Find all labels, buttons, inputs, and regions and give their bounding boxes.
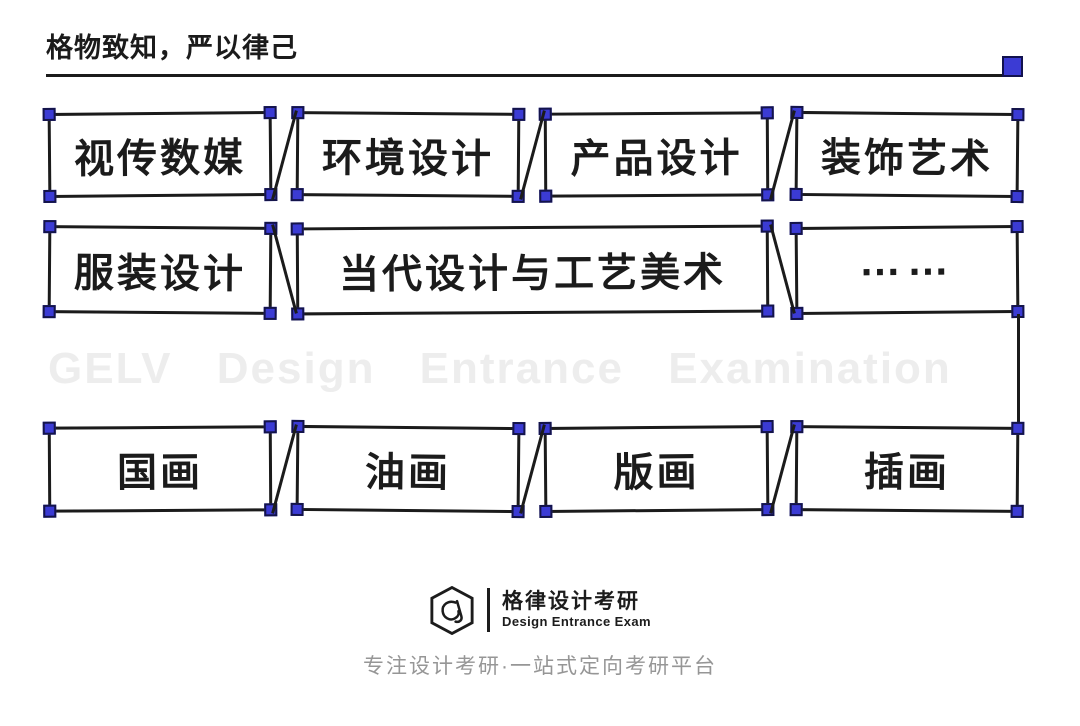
selection-handle-icon [42,107,56,122]
category-box: 装饰艺术 [789,105,1025,204]
selection-handle-icon [1011,108,1025,122]
category-box: …… [789,219,1025,321]
brand-name-en: Design Entrance Exam [502,614,651,630]
connector-slash [271,110,298,200]
connector-slash [271,224,298,314]
selection-handle-icon [290,502,304,516]
category-box: 油画 [290,419,526,519]
selection-handle-icon [43,189,57,204]
watermark-text: GELV Design Entrance Examination [48,344,952,393]
category-label: 装饰艺术 [820,135,994,182]
selection-handle-icon [43,220,57,234]
connector-slash [769,424,796,514]
selection-handle-icon [789,187,803,201]
category-box: 插画 [789,420,1025,518]
connector-slash [769,110,796,200]
selection-handle-icon [263,105,277,120]
header-blue-square-icon [1002,56,1023,77]
category-label: 环境设计 [321,135,495,182]
selection-handle-icon [539,504,553,519]
selection-handle-icon [1011,421,1025,435]
brand-tagline: 专注设计考研·一站式定向考研平台 [363,655,717,678]
category-box: 国画 [42,420,278,518]
selection-handle-icon [42,305,56,319]
connector-slash [769,224,796,314]
logo-divider [487,588,491,632]
connector-slash [519,424,546,514]
page-title: 格物致知，严以律己 [46,33,298,63]
selection-handle-icon [539,189,553,203]
selection-handle-icon [263,420,277,434]
header-rule [46,74,1006,77]
category-label: 当代设计与工艺美术 [338,250,727,298]
category-label: 油画 [364,450,452,496]
selection-handle-icon [789,503,803,517]
selection-handle-icon [43,504,57,518]
connector-slash [271,424,298,514]
selection-handle-icon [789,221,803,236]
category-box: 版画 [538,419,775,519]
connector-vline [1017,314,1020,428]
category-box: 当代设计与工艺美术 [290,219,775,321]
brand-name-cn: 格律设计考研 [502,590,641,614]
category-label: 服装设计 [73,251,247,297]
selection-handle-icon [42,421,56,435]
selection-handle-icon [512,422,526,436]
category-label: 插画 [863,450,951,496]
selection-handle-icon [263,306,277,320]
category-box: 产品设计 [538,106,775,203]
brand-lockup: 格律设计考研 Design Entrance Exam [0,580,1080,640]
category-label: 视传数媒 [73,135,247,182]
selection-handle-icon [1010,504,1024,518]
connector-slash [519,110,546,200]
category-label: 版画 [613,450,700,496]
category-label: 产品设计 [570,135,743,182]
selection-handle-icon [512,107,526,121]
category-label: …… [858,236,956,285]
category-label: 国画 [116,450,204,496]
category-box: 环境设计 [290,106,526,203]
selection-handle-icon [290,222,304,236]
selection-handle-icon [1010,189,1024,204]
category-box: 服装设计 [42,220,278,320]
selection-handle-icon [760,419,774,434]
selection-handle-icon [1010,219,1024,234]
hexagon-monogram-icon [430,585,474,635]
selection-handle-icon [290,188,304,202]
selection-handle-icon [760,106,774,120]
category-box: 视传数媒 [42,105,278,204]
selection-handle-icon [761,304,775,318]
